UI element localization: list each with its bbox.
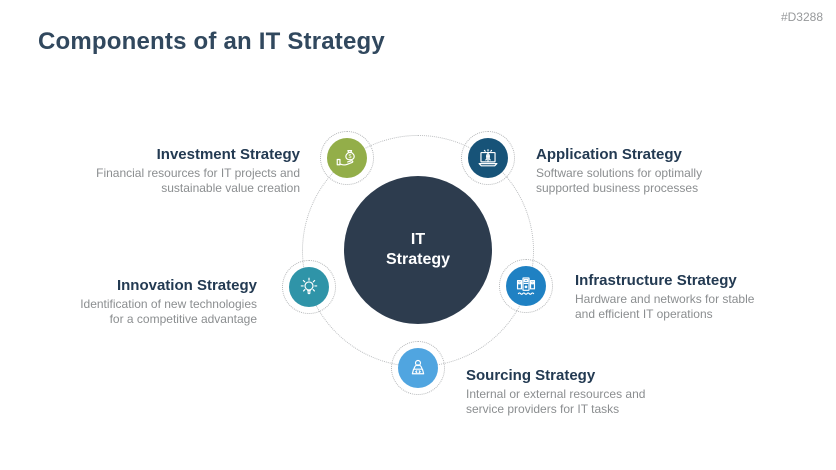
page-title: Components of an IT Strategy: [38, 28, 385, 55]
satellite-dotted-ring: [499, 259, 553, 313]
infrastructure-text-block: Infrastructure Strategy Hardware and net…: [575, 271, 754, 321]
infrastructure-circle: [506, 266, 546, 306]
slide-code: #D3288: [780, 10, 823, 24]
laptop-rocket-icon: [478, 149, 498, 167]
item-heading: Investment Strategy: [156, 146, 300, 163]
item-heading: Infrastructure Strategy: [575, 272, 737, 289]
sourcing-circle: [398, 348, 438, 388]
center-label-line2: Strategy: [385, 251, 451, 268]
server-rack-icon: [516, 277, 536, 295]
satellite-dotted-ring: [320, 131, 374, 185]
satellite-dotted-ring: [391, 341, 445, 395]
satellite-dotted-ring: [282, 260, 336, 314]
investment-text-block: Investment Strategy Financial resources …: [96, 145, 300, 195]
money-bag-hand-icon: $: [336, 150, 355, 166]
item-heading: Innovation Strategy: [116, 277, 257, 294]
application-text-block: Application Strategy Software solutions …: [536, 145, 702, 195]
item-heading: Sourcing Strategy: [466, 367, 596, 384]
item-description: Internal or external resources and servi…: [466, 387, 646, 416]
innovation-circle: [289, 267, 329, 307]
lightbulb-icon: [300, 277, 318, 295]
person-laptop-icon: [411, 359, 425, 375]
investment-circle: $: [327, 138, 367, 178]
svg-text:$: $: [349, 154, 352, 160]
center-label-line1: IT: [410, 231, 426, 248]
item-description: Financial resources for IT projects and …: [96, 166, 300, 195]
item-description: Software solutions for optimally support…: [536, 166, 703, 195]
center-circle: IT Strategy: [344, 176, 492, 324]
sourcing-text-block: Sourcing Strategy Internal or external r…: [466, 366, 645, 416]
item-description: Identification of new technologies for a…: [80, 297, 257, 326]
innovation-text-block: Innovation Strategy Identification of ne…: [80, 276, 257, 326]
item-description: Hardware and networks for stable and eff…: [575, 292, 755, 321]
application-circle: [468, 138, 508, 178]
satellite-dotted-ring: [461, 131, 515, 185]
item-heading: Application Strategy: [536, 146, 682, 163]
